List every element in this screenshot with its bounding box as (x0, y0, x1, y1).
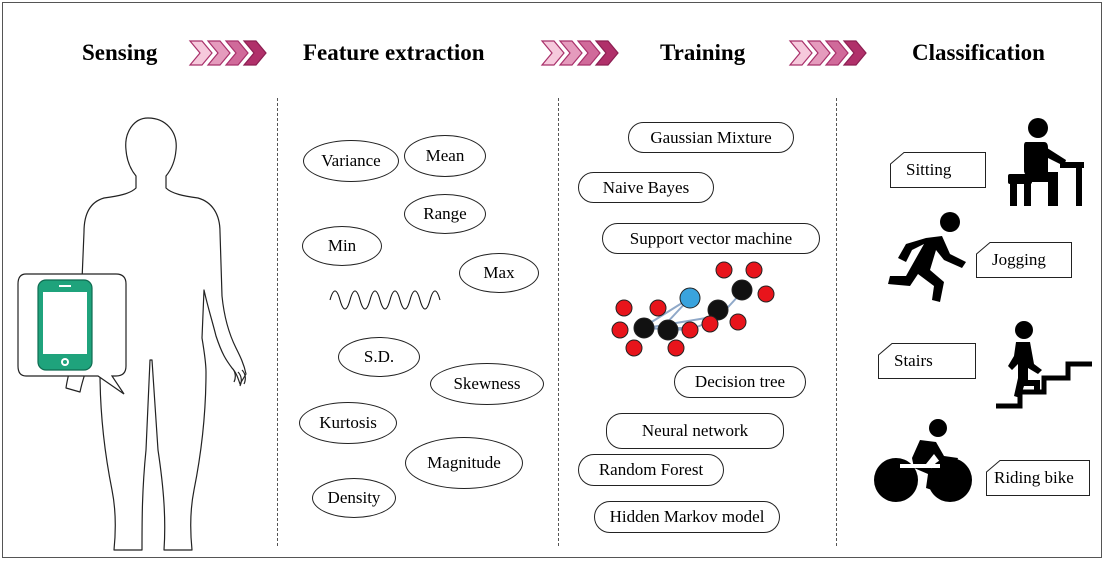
model-hidden-markov: Hidden Markov model (594, 501, 780, 533)
model-neural-network: Neural network (606, 413, 784, 449)
feature-density: Density (312, 478, 396, 518)
column-separator (836, 98, 837, 546)
column-separator (558, 98, 559, 546)
feature-sd: S.D. (338, 337, 420, 377)
stairs-climbing-icon (996, 321, 1092, 409)
activity-label-jogging: Jogging (992, 250, 1046, 269)
feature-magnitude: Magnitude (405, 437, 523, 489)
feature-range: Range (404, 194, 486, 234)
feature-min: Min (302, 226, 382, 266)
activity-tag-jogging: Jogging (976, 242, 1072, 278)
stage-feature-extraction-heading: Feature extraction (303, 40, 485, 65)
feature-skewness: Skewness (430, 363, 544, 405)
data-cluster-graphic (611, 261, 775, 357)
model-random-forest: Random Forest (578, 454, 724, 486)
smartphone-callout-icon (17, 273, 127, 395)
activity-label-stairs: Stairs (894, 351, 933, 370)
activity-tag-sitting: Sitting (890, 152, 986, 188)
chevron-arrow-icon (788, 40, 867, 66)
model-decision-tree: Decision tree (674, 366, 806, 398)
cyclist-icon (874, 419, 972, 502)
activity-tag-riding-bike: Riding bike (986, 460, 1090, 496)
stage-sensing-heading: Sensing (82, 40, 158, 65)
model-gaussian-mixture: Gaussian Mixture (628, 122, 794, 153)
signal-wave-icon (329, 290, 441, 310)
sitting-person-icon (1008, 118, 1084, 206)
stage-classification-heading: Classification (912, 40, 1045, 65)
feature-max: Max (459, 253, 539, 293)
activity-label-riding-bike: Riding bike (994, 468, 1074, 487)
model-naive-bayes: Naive Bayes (578, 172, 714, 203)
feature-kurtosis: Kurtosis (299, 402, 397, 444)
chevron-arrow-icon (188, 40, 267, 66)
stage-training-heading: Training (660, 40, 746, 65)
activity-label-sitting: Sitting (906, 160, 952, 179)
activity-tag-stairs: Stairs (878, 343, 976, 379)
chevron-arrow-icon (540, 40, 619, 66)
column-separator (277, 98, 278, 546)
running-person-icon (888, 212, 966, 302)
feature-mean: Mean (404, 135, 486, 177)
model-svm: Support vector machine (602, 223, 820, 254)
feature-variance: Variance (303, 140, 399, 182)
